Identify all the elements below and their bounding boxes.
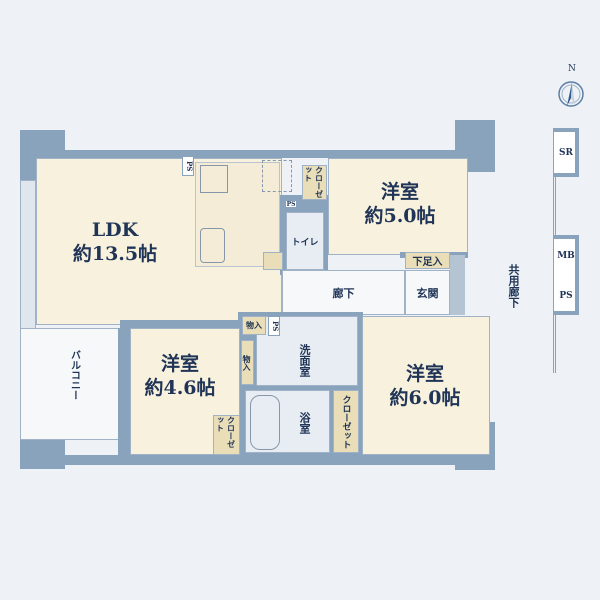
room-western-6 [362,316,490,455]
western-6-name: 洋室 [405,363,444,385]
bathroom-label: 浴室 [298,411,311,434]
washroom-label: 洗面室 [298,344,311,377]
closet-right: クローゼット [333,390,359,453]
kitchen-counter [195,162,280,267]
western-5-size: 約5.0帖 [364,205,436,227]
fridge-space [262,160,292,192]
ps-wash: PS [268,316,280,336]
western-46-name: 洋室 [160,353,199,375]
closet-lower-left: クローゼット [213,415,240,455]
compass-north: N [568,64,576,74]
sr-label: SR [559,147,573,158]
western-46-size: 約4.6帖 [144,377,216,399]
pillar-bottom-left [20,437,65,469]
ps-common-label: PS [559,290,573,301]
western-6-label: 洋室 約6.0帖 [385,362,465,410]
bathtub-icon [250,395,280,450]
western-46-label: 洋室 約4.6帖 [140,352,220,400]
western-5-name: 洋室 [380,181,419,203]
storage-b: 物入 [241,340,254,385]
wall-left [20,180,36,330]
ldk-size: 約13.5帖 [72,243,158,265]
entrance: 玄関 [405,270,450,315]
balcony-label: バルコニー [68,350,80,400]
wall-top-strip-2 [320,150,460,158]
common-corridor-label: 共用廊下 [507,264,520,308]
shoe-storage: 下足入 [405,252,450,269]
ps-toilet: PS [285,200,297,208]
ldk-name: LDK [91,219,139,241]
wall-balcony [118,328,130,460]
stove-icon [200,165,228,193]
compass-icon [557,80,585,108]
mb-label: MB [557,250,575,261]
wall-right-entrance [450,255,465,315]
wall-ldk-bottom [120,320,245,328]
room-toilet: トイレ [286,212,324,270]
western-5-label: 洋室 約5.0帖 [360,180,440,228]
sr-box [553,128,579,177]
ps-kitchen: PS [182,156,194,176]
western-6-size: 約6.0帖 [389,387,461,409]
wall-bottom [20,455,495,465]
storage-small [263,252,283,270]
mb-ps-box [553,235,579,315]
wall-top-strip [60,150,330,158]
sink-icon [200,228,225,263]
ldk-label: LDK 約13.5帖 [60,218,170,266]
corridor: 廊下 [282,270,405,315]
closet-upper: クローゼット [302,165,327,200]
storage-a: 物入 [242,316,266,335]
room-western-5 [328,158,468,255]
